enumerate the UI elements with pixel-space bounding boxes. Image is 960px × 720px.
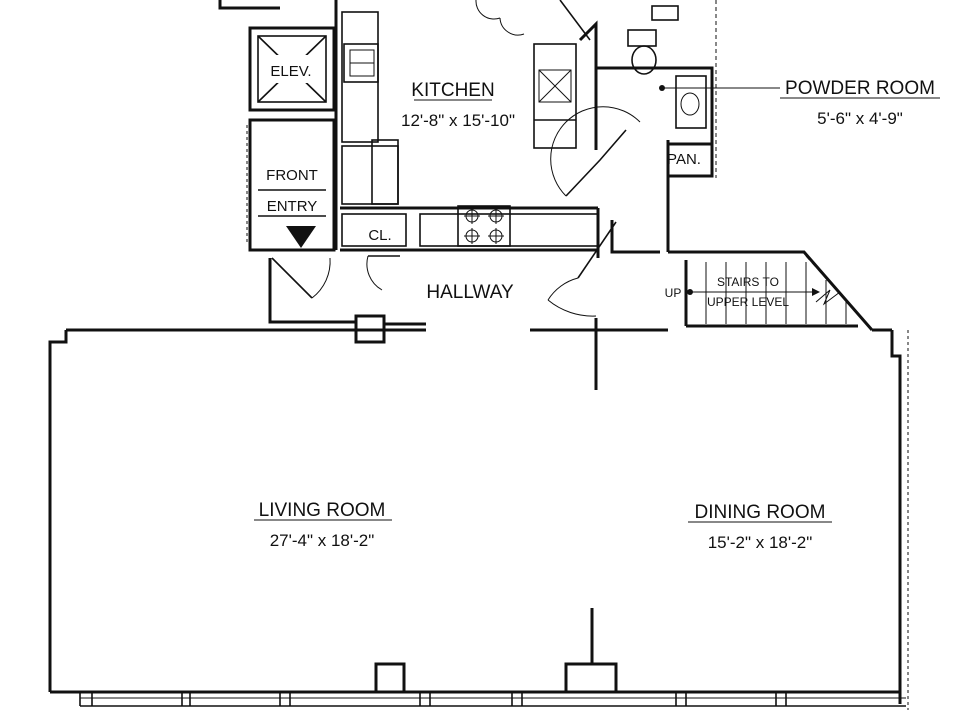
arrowhead-icon [812, 288, 820, 296]
living-dining-walls [48, 328, 909, 710]
kitchen-dimensions: 12'-8" x 15'-10" [401, 111, 515, 130]
front-entry [246, 118, 336, 252]
kitchen-walls [218, 0, 600, 252]
entry-arrow-icon [286, 226, 316, 248]
kitchen-island [475, 0, 591, 149]
front-entry-label-line1: FRONT [266, 167, 318, 184]
powder-room-dimensions: 5'-6" x 4'-9" [817, 109, 903, 128]
elevator-label: ELEV. [270, 63, 311, 80]
stove-burners-icon [464, 208, 504, 244]
pantry-label: PAN. [667, 151, 701, 168]
entry-door [271, 257, 331, 299]
kitchen-name: KITCHEN [411, 80, 494, 101]
elevator [248, 26, 336, 112]
stairs [668, 250, 874, 331]
stairs-label-line1: STAIRS TO [717, 275, 779, 289]
dining-room-name: DINING ROOM [695, 502, 826, 523]
living-room-dimensions: 27'-4" x 18'-2" [270, 531, 375, 550]
powder-room [550, 0, 780, 252]
stairs-label-line2: UPPER LEVEL [707, 295, 789, 309]
hallway-name: HALLWAY [426, 282, 514, 303]
closet-label: CL. [368, 227, 391, 244]
powder-room-name: POWDER ROOM [785, 78, 935, 99]
living-room-name: LIVING ROOM [259, 500, 386, 521]
dining-room-dimensions: 15'-2" x 18'-2" [708, 533, 813, 552]
front-entry-label-line2: ENTRY [267, 198, 318, 215]
stairs-up-label: UP [665, 286, 682, 300]
hallway-walls [268, 220, 660, 390]
